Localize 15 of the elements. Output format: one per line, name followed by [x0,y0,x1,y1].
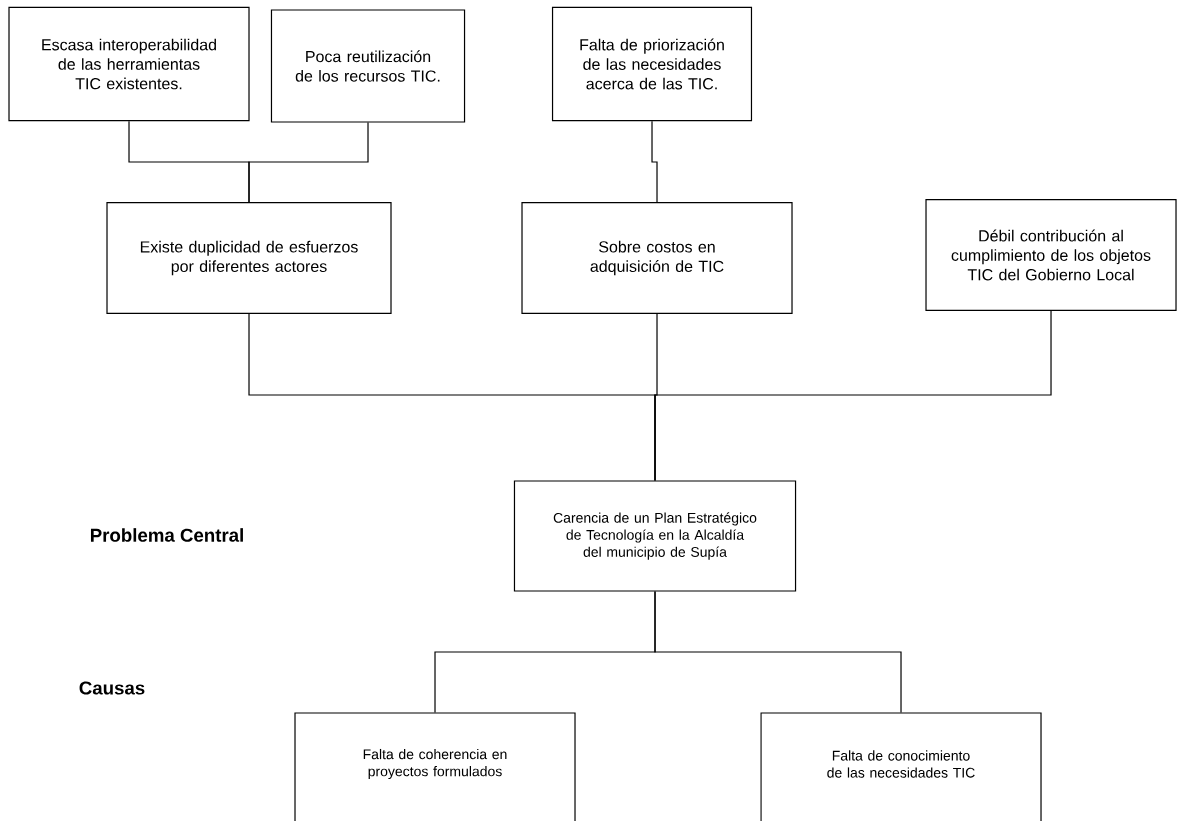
problem-box: Débil contribución al cumplimiento de los objetos TIC del Gobierno Local [925,198,1177,312]
problem-box: Falta de coherencia en proyectos formulados [294,712,576,821]
problem-box: Poca reutilización de los recursos TIC. [270,9,466,123]
problem-box: Falta de conocimiento de las necesidades TIC [760,712,1042,821]
problem-box: Escasa interoperabilidad de las herramientas TIC existentes. [8,6,250,122]
problem-box: Existe duplicidad de esfuerzos por diferentes actores [106,201,392,315]
connector-line [248,122,369,203]
section-heading: Causas [79,681,145,695]
problem-box: Falta de priorización de las necesidades acerca de las TIC. [551,6,753,122]
section-heading: Problema Central [91,528,243,542]
problem-box: Sobre costos en adquisición de TIC [521,201,793,315]
connector-line [654,310,1052,481]
connector-line [654,591,902,713]
connector-line [651,120,658,203]
problem-box: Carencia de un Plan Estratégico de Tecnología en la Alcaldía del municipio de Supía [513,480,797,592]
